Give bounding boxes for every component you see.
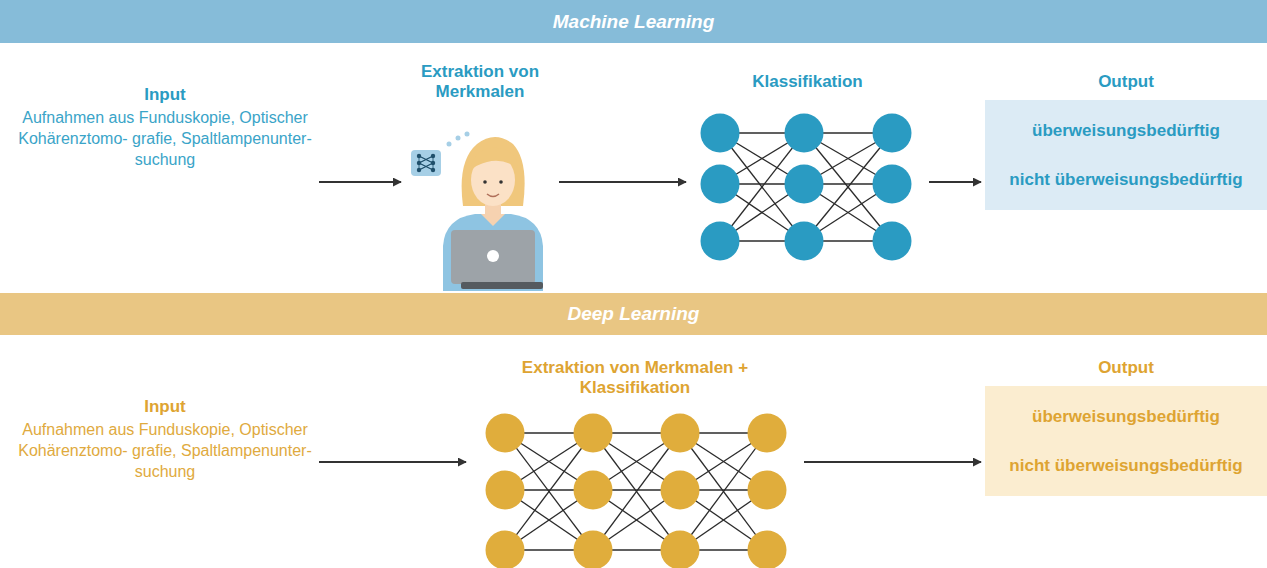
network-neuron: [701, 165, 740, 204]
network-neuron: [486, 414, 525, 453]
output-block: Output überweisungsbedürftig nicht überwei…: [985, 358, 1267, 496]
network-neuron: [748, 414, 787, 453]
flow-arrow: [559, 181, 686, 183]
header-band: Machine Learning: [0, 0, 1267, 43]
person-fringe: [469, 148, 518, 172]
network-neuron: [785, 114, 824, 153]
input-heading: Input: [15, 397, 315, 417]
thought-dot: [447, 142, 452, 147]
step-heading: Extraktion von Merkmalen: [405, 62, 555, 102]
person-body: [443, 214, 543, 291]
input-block: InputAufnahmen aus Funduskopie, Optische…: [15, 85, 315, 170]
neural-network: [470, 410, 800, 568]
output-class: nicht überweisungsbedürftig: [1009, 455, 1242, 476]
output-heading: Output: [985, 72, 1267, 92]
neural-network: [690, 108, 925, 268]
network-neuron: [873, 114, 912, 153]
network-neuron: [661, 531, 700, 568]
icon-dot: [431, 168, 435, 172]
person-mouth: [487, 194, 499, 197]
network-neuron: [873, 165, 912, 204]
step-heading: Klassifikation: [690, 72, 925, 92]
flow-arrow: [319, 181, 401, 183]
network-neuron: [785, 222, 824, 261]
network-neuron: [574, 531, 613, 568]
icon-dot: [431, 154, 435, 158]
input-description: Aufnahmen aus Funduskopie, Optischer Koh…: [15, 419, 315, 482]
band-title: Deep Learning: [568, 303, 700, 325]
output-class: überweisungsbedürftig: [1032, 406, 1220, 427]
network-neuron: [701, 222, 740, 261]
neural-network-step: Klassifikation: [690, 72, 925, 268]
flow-arrow: [929, 181, 981, 183]
input-block: InputAufnahmen aus Funduskopie, Optische…: [15, 397, 315, 482]
network-neuron: [661, 471, 700, 510]
network-neuron: [574, 414, 613, 453]
flow-arrow: [804, 461, 981, 463]
person-eye: [483, 180, 487, 184]
thought-dot: [456, 136, 461, 141]
band-title: Machine Learning: [553, 11, 715, 33]
person-hair: [462, 137, 525, 206]
person-eye: [499, 180, 503, 184]
network-neuron: [873, 222, 912, 261]
laptop-logo: [487, 250, 499, 262]
thought-dot: [465, 132, 470, 137]
network-neuron: [701, 114, 740, 153]
feature-extraction-step: Extraktion von Merkmalen: [405, 62, 555, 292]
network-neuron: [748, 471, 787, 510]
step-heading: Extraktion von Merkmalen + Klassifikatio…: [470, 358, 800, 398]
icon-dot: [417, 168, 421, 172]
header-band: Deep Learning: [0, 293, 1267, 335]
laptop-base: [461, 282, 543, 289]
icon-dot: [431, 161, 435, 165]
person-collar: [481, 214, 505, 226]
output-class: überweisungsbedürftig: [1032, 120, 1220, 141]
input-description: Aufnahmen aus Funduskopie, Optischer Koh…: [15, 107, 315, 170]
network-neuron: [785, 165, 824, 204]
icon-dot: [417, 154, 421, 158]
output-box: überweisungsbedürftig nicht überweisungsb…: [985, 100, 1267, 210]
flow-arrow: [319, 461, 466, 463]
network-neuron: [748, 531, 787, 568]
network-neuron: [574, 471, 613, 510]
network-neuron: [661, 414, 700, 453]
network-neuron: [486, 531, 525, 568]
icon-dot: [417, 161, 421, 165]
person-illustration: [405, 106, 555, 292]
laptop-lid: [451, 230, 535, 284]
output-heading: Output: [985, 358, 1267, 378]
thought-icon: [411, 150, 441, 176]
output-block: Output überweisungsbedürftig nicht überwei…: [985, 72, 1267, 210]
neural-network-step: Extraktion von Merkmalen + Klassifikatio…: [470, 358, 800, 568]
output-class: nicht überweisungsbedürftig: [1009, 169, 1242, 190]
output-box: überweisungsbedürftig nicht überweisungsb…: [985, 386, 1267, 496]
network-neuron: [486, 471, 525, 510]
input-heading: Input: [15, 85, 315, 105]
